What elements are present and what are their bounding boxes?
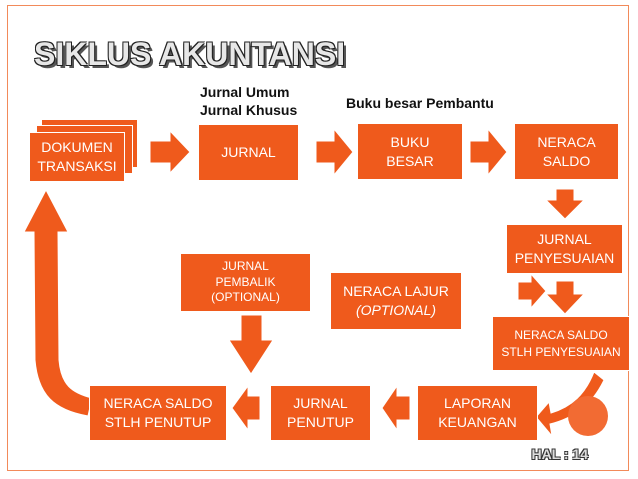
arrow-dokumen-jurnal — [149, 129, 191, 175]
box-jurnal-penyesuaian-line2: PENYESUAIAN — [514, 250, 615, 266]
page-number: HAL : 14 — [531, 446, 588, 462]
box-jurnal-penutup-line2: PENUTUP — [287, 414, 354, 430]
box-laporan-line2: KEUANGAN — [438, 414, 517, 430]
box-jurnal-line1: JURNAL — [221, 144, 276, 161]
box-neraca-saldo-penutup: NERACA SALDO STLH PENUTUP — [89, 385, 227, 441]
box-laporan-line1: LAPORAN — [444, 395, 511, 412]
box-neraca-lajur-line1: NERACA LAJUR — [343, 283, 449, 300]
box-jurnal-penyesuaian-line1: JURNAL — [537, 231, 592, 248]
box-buku-besar: BUKU BESAR — [357, 123, 463, 180]
arrow-lajur — [517, 272, 547, 310]
box-nsptp-line2: STLH PENUTUP — [104, 414, 212, 430]
label-buku-besar-pembantu: Buku besar Pembantu — [346, 95, 494, 111]
box-neraca-saldo-penyesuaian: NERACA SALDO STLH PENYESUAIAN — [492, 316, 630, 371]
box-neraca-lajur-line2: (OPTIONAL) — [355, 302, 437, 318]
box-jurnal-pembalik-line2: PEMBALIK — [215, 274, 276, 289]
slide-frame — [7, 5, 629, 471]
arrow-bukubesar-neraca — [469, 127, 508, 177]
box-dokumen-line1: DOKUMEN — [41, 139, 113, 156]
box-jurnal-penutup-line1: JURNAL — [293, 395, 348, 412]
box-neraca-lajur: NERACA LAJUR (OPTIONAL) — [330, 272, 462, 330]
box-nsp-line1: NERACA SALDO — [514, 328, 608, 343]
box-neraca-saldo-line2: SALDO — [542, 152, 591, 169]
arrow-pembalik-down — [228, 314, 274, 375]
page-title: SIKLUS AKUNTANSI — [34, 36, 346, 72]
box-laporan-keuangan: LAPORAN KEUANGAN — [417, 385, 538, 441]
arrow-penyesuaian-nsp — [544, 280, 586, 315]
arrow-return-dokumen — [23, 188, 93, 417]
box-jurnal-pembalik: JURNAL PEMBALIK (OPTIONAL) — [180, 253, 311, 312]
box-dokumen-transaksi: DOKUMEN TRANSAKSI — [29, 132, 125, 182]
arrow-penutup-nsp — [231, 384, 261, 432]
box-neraca-saldo: NERACA SALDO — [514, 123, 619, 180]
box-buku-besar-line1: BUKU — [390, 133, 430, 150]
arrow-jurnal-bukubesar — [315, 127, 354, 177]
box-buku-besar-line2: BESAR — [386, 152, 434, 169]
decorative-circle — [568, 396, 608, 436]
box-jurnal-penutup: JURNAL PENUTUP — [270, 385, 371, 441]
arrow-neraca-penyesuaian — [544, 188, 586, 220]
box-jurnal-pembalik-line1: JURNAL — [222, 259, 269, 274]
box-neraca-saldo-line1: NERACA — [537, 133, 596, 150]
label-jurnal-khusus: Jurnal Khusus — [200, 102, 298, 118]
box-dokumen-line2: TRANSAKSI — [37, 158, 117, 174]
arrow-laporan-penutup — [381, 384, 411, 432]
box-nsptp-line1: NERACA SALDO — [103, 395, 213, 412]
box-jurnal-penyesuaian: JURNAL PENYESUAIAN — [506, 224, 623, 274]
box-nsp-line2: STLH PENYESUAIAN — [501, 344, 621, 359]
label-jurnal-umum: Jurnal Umum — [200, 84, 290, 100]
box-jurnal-pembalik-line3: (OPTIONAL) — [211, 290, 280, 305]
box-jurnal: JURNAL — [198, 124, 299, 181]
